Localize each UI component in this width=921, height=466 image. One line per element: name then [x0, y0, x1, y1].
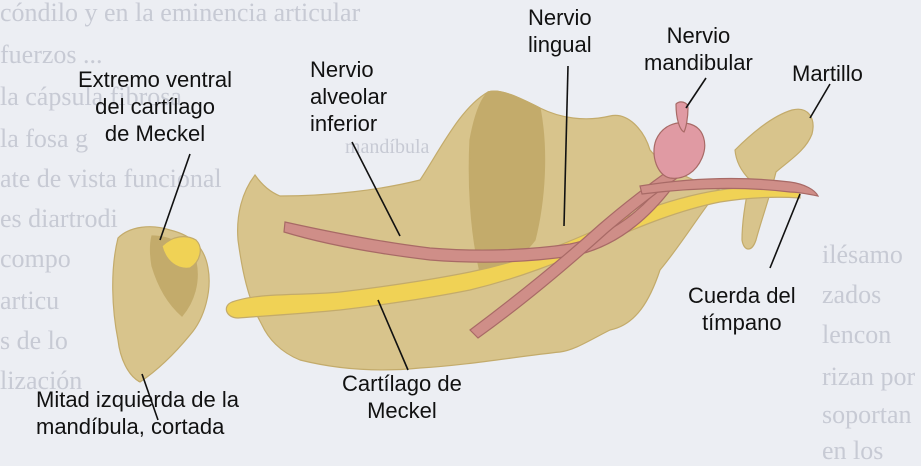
label-line: Cuerda del — [688, 282, 796, 309]
label-malleus: Martillo — [792, 60, 863, 87]
label-line: tímpano — [688, 309, 796, 336]
label-lingual-nerve: Nervio lingual — [528, 4, 592, 58]
label-line: Nervio — [528, 4, 592, 31]
label-line: mandibular — [644, 49, 753, 76]
leader-malleus — [810, 84, 830, 118]
label-line: Extremo ventral — [78, 66, 232, 93]
label-meckel-ventral-end: Extremo ventral del cartílago de Meckel — [78, 66, 232, 147]
leader-chorda — [770, 194, 800, 268]
leader-meckel-ventral — [160, 154, 190, 240]
label-line: Cartílago de — [342, 370, 462, 397]
label-line: Nervio — [644, 22, 753, 49]
label-line: mandíbula, cortada — [36, 413, 239, 440]
label-chorda-tympani: Cuerda del tímpano — [688, 282, 796, 336]
label-mandible-half: Mitad izquierda de la mandíbula, cortada — [36, 386, 239, 440]
leader-mandibular — [686, 78, 706, 108]
label-mandibular-nerve: Nervio mandibular — [644, 22, 753, 76]
label-line: inferior — [310, 110, 387, 137]
label-line: alveolar — [310, 83, 387, 110]
label-line: Meckel — [342, 397, 462, 424]
mandibular-nerve-trunk — [654, 123, 705, 179]
label-line: lingual — [528, 31, 592, 58]
label-line: de Meckel — [78, 120, 232, 147]
label-inferior-alveolar-nerve: Nervio alveolar inferior — [310, 56, 387, 137]
label-line: Martillo — [792, 60, 863, 87]
label-line: Mitad izquierda de la — [36, 386, 239, 413]
label-meckel-cartilage: Cartílago de Meckel — [342, 370, 462, 424]
label-line: Nervio — [310, 56, 387, 83]
label-line: del cartílago — [78, 93, 232, 120]
